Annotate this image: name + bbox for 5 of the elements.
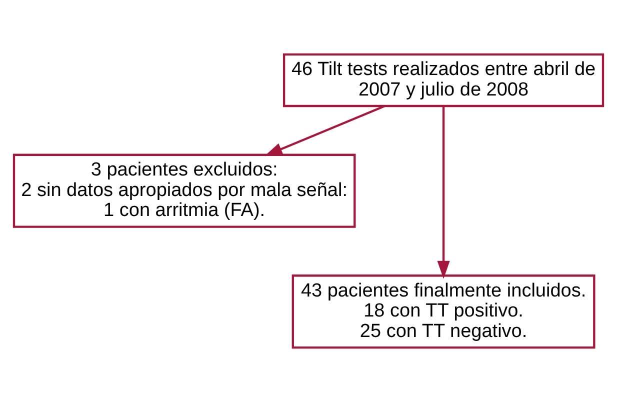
node-box: 46 Tilt tests realizados entre abril de 2007 y julio de 2008	[282, 52, 604, 107]
arrow	[264, 104, 386, 156]
arrow	[437, 106, 450, 278]
node-box: 43 pacientes finalmente incluidos. 18 con TT positivo. 25 con TT negativo.	[292, 274, 596, 348]
node-box: 3 pacientes excluidos: 2 sin datos apropiados por mala señal: 1 con arritmia (FA).	[12, 153, 356, 228]
